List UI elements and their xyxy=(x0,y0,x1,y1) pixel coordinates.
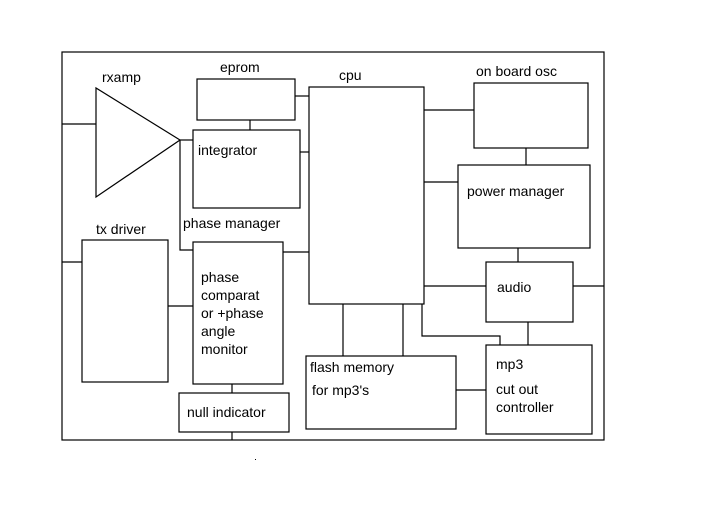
phase-comparator-box xyxy=(192,241,284,385)
flash-memory-label: flash memory xyxy=(310,359,394,375)
integrator-box xyxy=(192,129,301,209)
on-board-osc-label: on board osc xyxy=(476,63,557,79)
cpu-box xyxy=(308,86,425,305)
integrator-label: integrator xyxy=(198,142,257,158)
mp3-controller-line-1: mp3 xyxy=(496,356,523,372)
phase-comparator-line-1: phase xyxy=(201,269,239,285)
rxamp-label: rxamp xyxy=(102,69,141,85)
phase-comparator-line-4: angle xyxy=(201,323,235,339)
tx-driver-label: tx driver xyxy=(96,221,146,237)
phase-manager-label: phase manager xyxy=(183,215,281,231)
rxamp-triangle xyxy=(95,86,182,199)
phase-comparator-line-3: or +phase xyxy=(201,305,264,321)
eprom-label: eprom xyxy=(220,59,260,75)
phase-comparator-line-5: monitor xyxy=(201,341,248,357)
stray-dot xyxy=(255,459,256,460)
audio-label: audio xyxy=(497,279,531,295)
tx-driver-box xyxy=(81,239,169,383)
connection-wires xyxy=(62,95,604,440)
null-indicator-label: null indicator xyxy=(187,404,266,420)
power-manager-label: power manager xyxy=(467,183,565,199)
audio-box xyxy=(485,261,574,323)
phase-comparator-line-2: comparat xyxy=(201,287,259,303)
flash-memory-sublabel: for mp3's xyxy=(312,382,369,398)
power-manager-box xyxy=(457,164,591,249)
flash-memory-box xyxy=(305,355,457,430)
eprom-box xyxy=(196,78,296,121)
on-board-osc-box xyxy=(473,82,589,149)
null-indicator-box xyxy=(178,392,290,433)
mp3-controller-line-2: cut out xyxy=(496,381,538,397)
mp3-controller-box xyxy=(485,344,593,435)
cpu-label: cpu xyxy=(339,67,362,83)
mp3-controller-line-3: controller xyxy=(496,399,554,415)
